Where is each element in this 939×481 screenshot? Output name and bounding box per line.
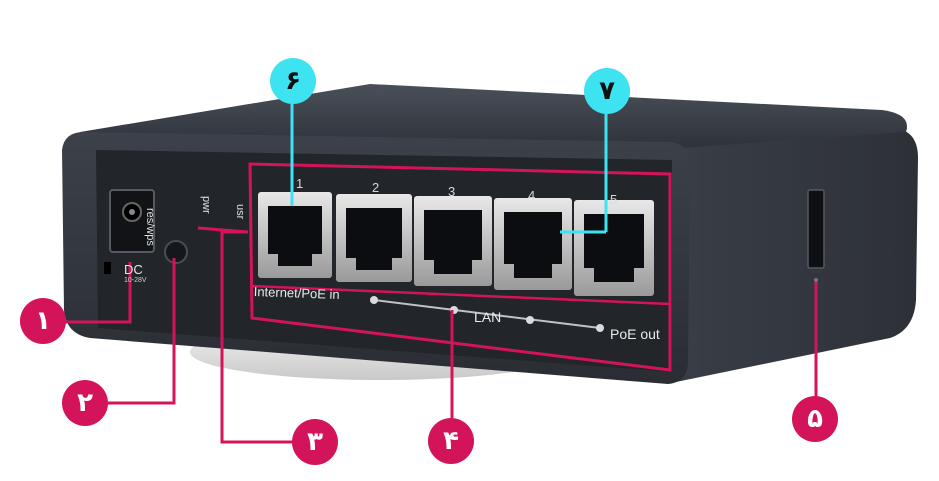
poe-out-label: PoE out xyxy=(610,326,660,342)
callout-badge-1: ١ xyxy=(20,298,66,344)
port-number-4: 4 xyxy=(528,188,536,203)
callout-badge-4: ۴ xyxy=(428,418,474,464)
usr-label: usr xyxy=(234,204,246,220)
dc-sub-label: 10-28V xyxy=(124,277,147,284)
port-number-5: 5 xyxy=(610,192,618,207)
port-number-3: 3 xyxy=(448,184,456,199)
callout-badge-3: ٣ xyxy=(292,419,338,465)
callout-badge-2: ٢ xyxy=(62,380,108,426)
device-side xyxy=(660,128,918,382)
port-number-2: 2 xyxy=(372,180,380,195)
reset-button-hole xyxy=(164,240,188,264)
dc-label: DC xyxy=(124,262,143,277)
side-usb-slot xyxy=(807,189,825,269)
callout-badge-5: ۵ xyxy=(792,396,838,442)
callout-badge-7: ۷ xyxy=(584,68,630,114)
callout-badge-6: ۶ xyxy=(270,58,316,104)
pwr-label: pwr xyxy=(200,196,212,214)
res-wps-label: res/wps xyxy=(144,208,156,246)
port-number-1: 1 xyxy=(296,176,304,191)
ports-highlight-box xyxy=(248,162,672,372)
lan-label: LAN xyxy=(474,309,502,325)
internet-poe-in-label: Internet/PoE in xyxy=(253,284,340,302)
ethernet-ports xyxy=(258,192,654,296)
